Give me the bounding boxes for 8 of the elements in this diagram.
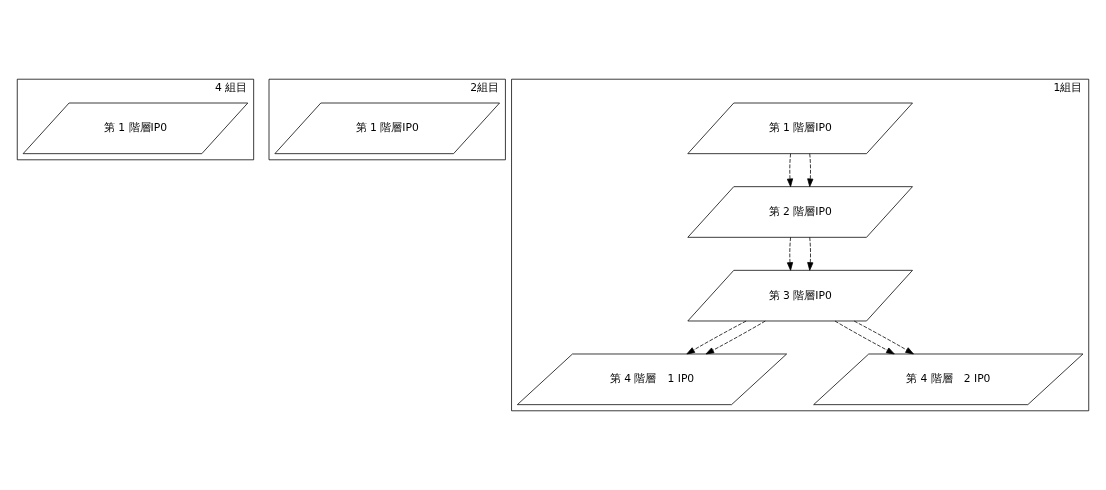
arrow (807, 237, 814, 271)
arrow (705, 320, 766, 355)
arrow (686, 320, 747, 355)
arrow (834, 320, 895, 355)
arrow (786, 153, 794, 187)
arrow (853, 320, 914, 355)
arrow (786, 237, 794, 271)
arrow (807, 153, 814, 187)
